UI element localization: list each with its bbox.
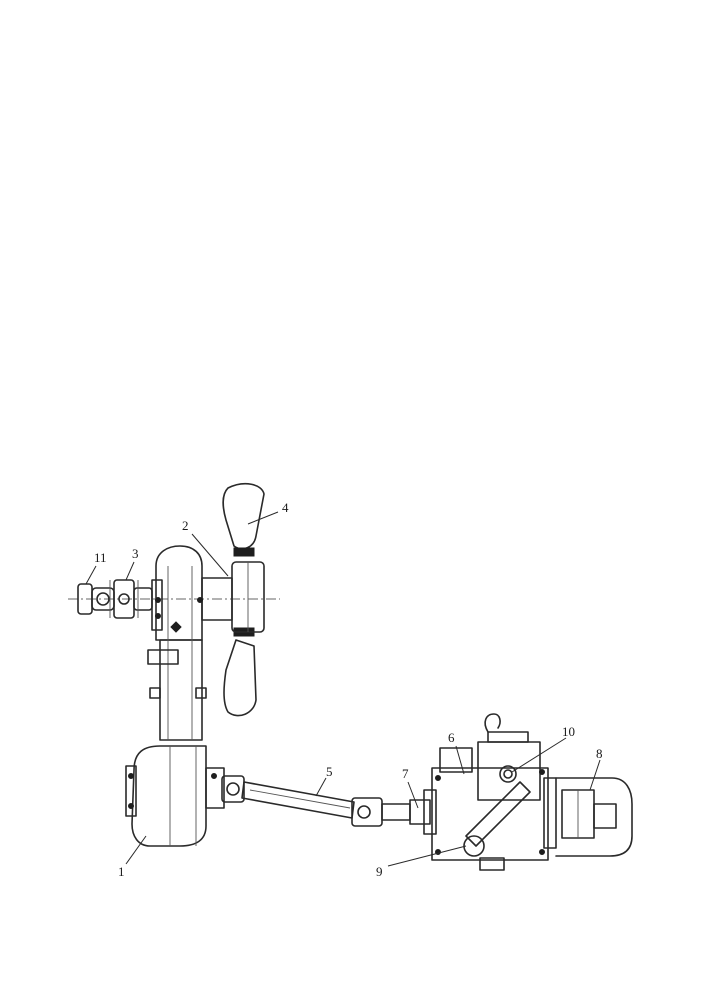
lift-eye [484,713,501,733]
housing-upper [155,545,203,641]
fan-blade-lower [223,639,257,717]
callout-1: 1 [118,864,125,879]
pump-unit [423,713,557,871]
gear-drive-housing [147,545,233,741]
lower-gear-housing [125,745,225,847]
callout-9: 9 [376,864,383,879]
callout-6: 6 [448,730,455,745]
callout-2: 2 [182,518,189,533]
callout-5: 5 [326,764,333,779]
callout-labels: 11 3 2 4 5 7 6 10 8 9 1 [94,500,603,879]
fan-blade-upper [222,482,265,550]
callout-11: 11 [94,550,107,565]
callout-10: 10 [562,724,575,739]
leader-lines [85,511,601,867]
drive-shaft [221,775,431,827]
callout-4: 4 [282,500,289,515]
outlet-pipe [555,777,633,857]
callout-8: 8 [596,746,603,761]
callout-7: 7 [402,766,409,781]
fan-assembly [222,482,265,717]
callout-3: 3 [132,546,139,561]
fan-blade-clamp-upper [233,547,255,557]
